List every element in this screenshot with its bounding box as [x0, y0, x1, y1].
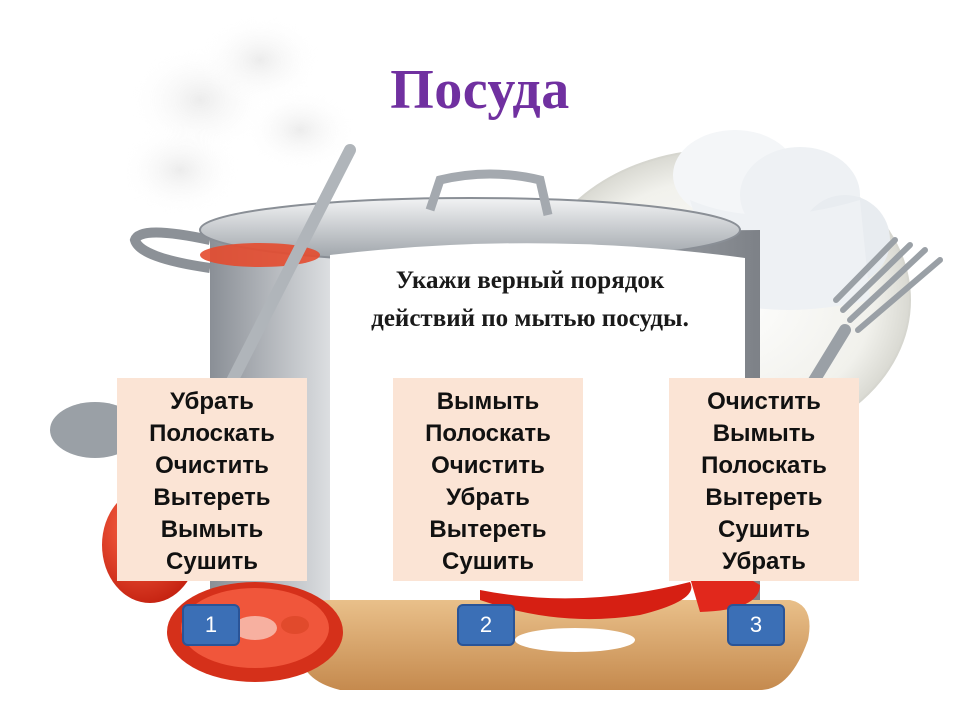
option-card-2: Вымыть Полоскать Очистить Убрать Вытерет… — [393, 378, 583, 581]
step-item: Полоскать — [149, 420, 275, 447]
step-item: Полоскать — [425, 420, 551, 447]
step-item: Очистить — [707, 388, 821, 415]
answer-button-3[interactable]: 3 — [727, 604, 785, 646]
step-item: Полоскать — [701, 452, 827, 479]
option-card-1: Убрать Полоскать Очистить Вытереть Вымыт… — [117, 378, 307, 581]
page-title: Посуда — [390, 59, 570, 121]
step-item: Сушить — [442, 548, 534, 575]
option-card-3: Очистить Вымыть Полоскать Вытереть Сушит… — [669, 378, 859, 581]
step-item: Очистить — [155, 452, 269, 479]
instruction-text: Укажи верный порядок действий по мытью п… — [310, 262, 750, 338]
chef-hat — [673, 130, 890, 310]
step-item: Очистить — [431, 452, 545, 479]
step-item: Убрать — [722, 548, 806, 575]
step-item: Убрать — [446, 484, 530, 511]
step-item: Вытереть — [705, 484, 823, 511]
step-item: Вытереть — [429, 516, 547, 543]
steam-cloud — [120, 15, 355, 215]
step-item: Убрать — [170, 388, 254, 415]
step-item: Сушить — [718, 516, 810, 543]
answer-button-2[interactable]: 2 — [457, 604, 515, 646]
step-item: Вымыть — [436, 388, 540, 415]
instruction-line-1: Укажи верный порядок — [395, 267, 665, 294]
step-item: Вымыть — [160, 516, 264, 543]
step-item: Вымыть — [712, 420, 816, 447]
step-item: Сушить — [166, 548, 258, 575]
instruction-line-2: действий по мытью посуды. — [371, 305, 689, 332]
step-item: Вытереть — [153, 484, 271, 511]
answer-button-1[interactable]: 1 — [182, 604, 240, 646]
